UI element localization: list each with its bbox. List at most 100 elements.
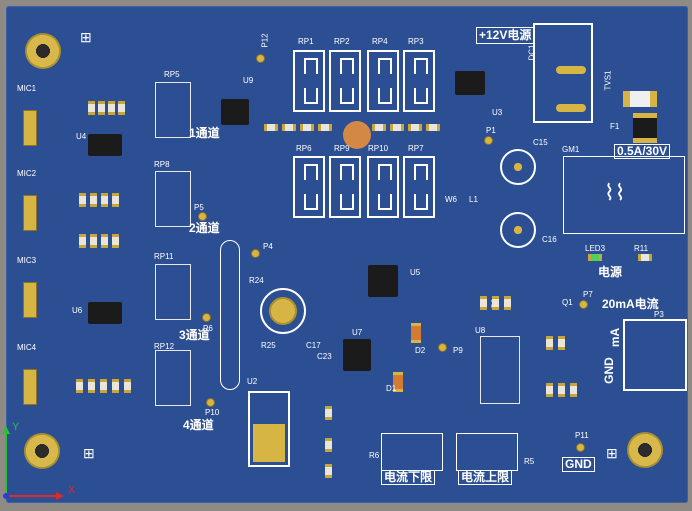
test-point: [484, 136, 493, 145]
rp-outline: [155, 171, 191, 227]
connector-r6: [381, 433, 443, 471]
chip-label: U3: [492, 108, 503, 117]
resistor: [112, 379, 119, 393]
chip-u6: [88, 302, 122, 324]
component-label: P12: [260, 33, 270, 48]
gnd-pad-label: GND: [562, 457, 595, 472]
test-point: [251, 249, 260, 258]
mic-connector: [23, 282, 37, 318]
mic-label: MIC3: [17, 256, 37, 265]
rp-pot: [403, 156, 435, 218]
dc-jack-pad: [556, 66, 586, 74]
resistor: [570, 383, 577, 397]
pcb-board: ⊞ ⊞ ⊞ MIC1 MIC2 MIC3 MIC4 U4 U6 RP5 RP8 …: [2, 6, 688, 503]
chip-u4: [88, 134, 122, 156]
channel-label: 1通道: [189, 126, 220, 140]
resistor: [546, 383, 553, 397]
current-low-label: 电流下限: [381, 470, 436, 485]
component-label: F1: [610, 122, 620, 131]
rp-label: RP5: [164, 70, 180, 79]
chip-label: U8: [475, 326, 486, 335]
resistor: [101, 234, 108, 248]
resistor: [108, 101, 115, 115]
resistor: [408, 124, 422, 131]
transformer-icon: ⌇⌇: [604, 180, 626, 205]
component-label: LED3: [585, 244, 606, 253]
mic-connector: [23, 195, 37, 231]
electrolytic-capacitor: [500, 149, 536, 185]
resistor: [101, 193, 108, 207]
component-label: GM1: [562, 145, 580, 154]
resistor: [300, 124, 314, 131]
mic-label: MIC1: [17, 84, 37, 93]
ma-label: mA: [608, 327, 623, 348]
channel-label: 3通道: [179, 328, 210, 342]
resistor: [264, 124, 278, 131]
component-label: DC1: [527, 44, 537, 61]
rp-outline: [155, 350, 191, 406]
resistor: [480, 296, 487, 310]
component-label: W6: [445, 195, 457, 204]
led: [588, 254, 602, 261]
resistor: [325, 406, 332, 420]
component-label: C17: [306, 341, 321, 350]
resistor: [100, 379, 107, 393]
rp-label: RP8: [154, 160, 170, 169]
mic-connector: [23, 369, 37, 405]
axis-x-label: X: [68, 484, 76, 496]
component-label: C15: [533, 138, 548, 147]
chip-label: U2: [247, 377, 258, 386]
test-point: [202, 313, 211, 322]
screw-icon: ⊞: [606, 445, 618, 461]
resistor: [79, 193, 86, 207]
axis-y-label: Y: [12, 421, 20, 433]
tvs-diode: [623, 91, 657, 107]
rp-label: RP11: [154, 252, 174, 261]
regulator-tab: [253, 424, 285, 462]
resistor: [124, 379, 131, 393]
component-label: C23: [317, 352, 332, 361]
component-label: P11: [575, 431, 589, 440]
component-label: D1: [386, 384, 397, 393]
resistor: [558, 336, 565, 350]
chip-u5: [368, 265, 398, 297]
resistor: [88, 101, 95, 115]
resistor: [372, 124, 386, 131]
rp-pot: [293, 50, 325, 112]
test-point: [579, 300, 588, 309]
dc-jack: [533, 23, 593, 123]
resistor: [76, 379, 83, 393]
test-point: [438, 343, 447, 352]
rp-label: RP7: [408, 144, 424, 153]
regulator-outline: [248, 391, 290, 467]
gm1-module: [563, 156, 685, 234]
component-label: Q1: [562, 298, 573, 307]
chip-u9: [221, 99, 249, 125]
component-label: R24: [249, 276, 264, 285]
mic-connector: [23, 110, 37, 146]
channel-label: 4通道: [183, 418, 214, 432]
component-label: C16: [542, 235, 557, 244]
potentiometer: [260, 288, 306, 334]
mounting-hole-bottom-left: [24, 433, 60, 469]
resistor: [282, 124, 296, 131]
rp-pot: [329, 50, 361, 112]
resistor: [90, 193, 97, 207]
resistor: [90, 234, 97, 248]
cursor-highlight: [343, 121, 371, 149]
rp-label: RP1: [298, 37, 314, 46]
resistor: [325, 438, 332, 452]
chip-u8: [480, 336, 520, 404]
chip-label: U7: [352, 328, 363, 337]
rp-label: RP10: [368, 144, 389, 153]
component-label: P7: [583, 290, 593, 299]
fuse: [633, 113, 657, 143]
component-label: P3: [654, 310, 664, 319]
component-label: P1: [486, 126, 496, 135]
chip-label: U5: [410, 268, 421, 277]
current-high-label: 电流上限: [458, 470, 513, 485]
power-led-label: 电源: [598, 265, 623, 279]
chip-label: U4: [76, 132, 87, 141]
dc-jack-pad: [556, 104, 586, 112]
